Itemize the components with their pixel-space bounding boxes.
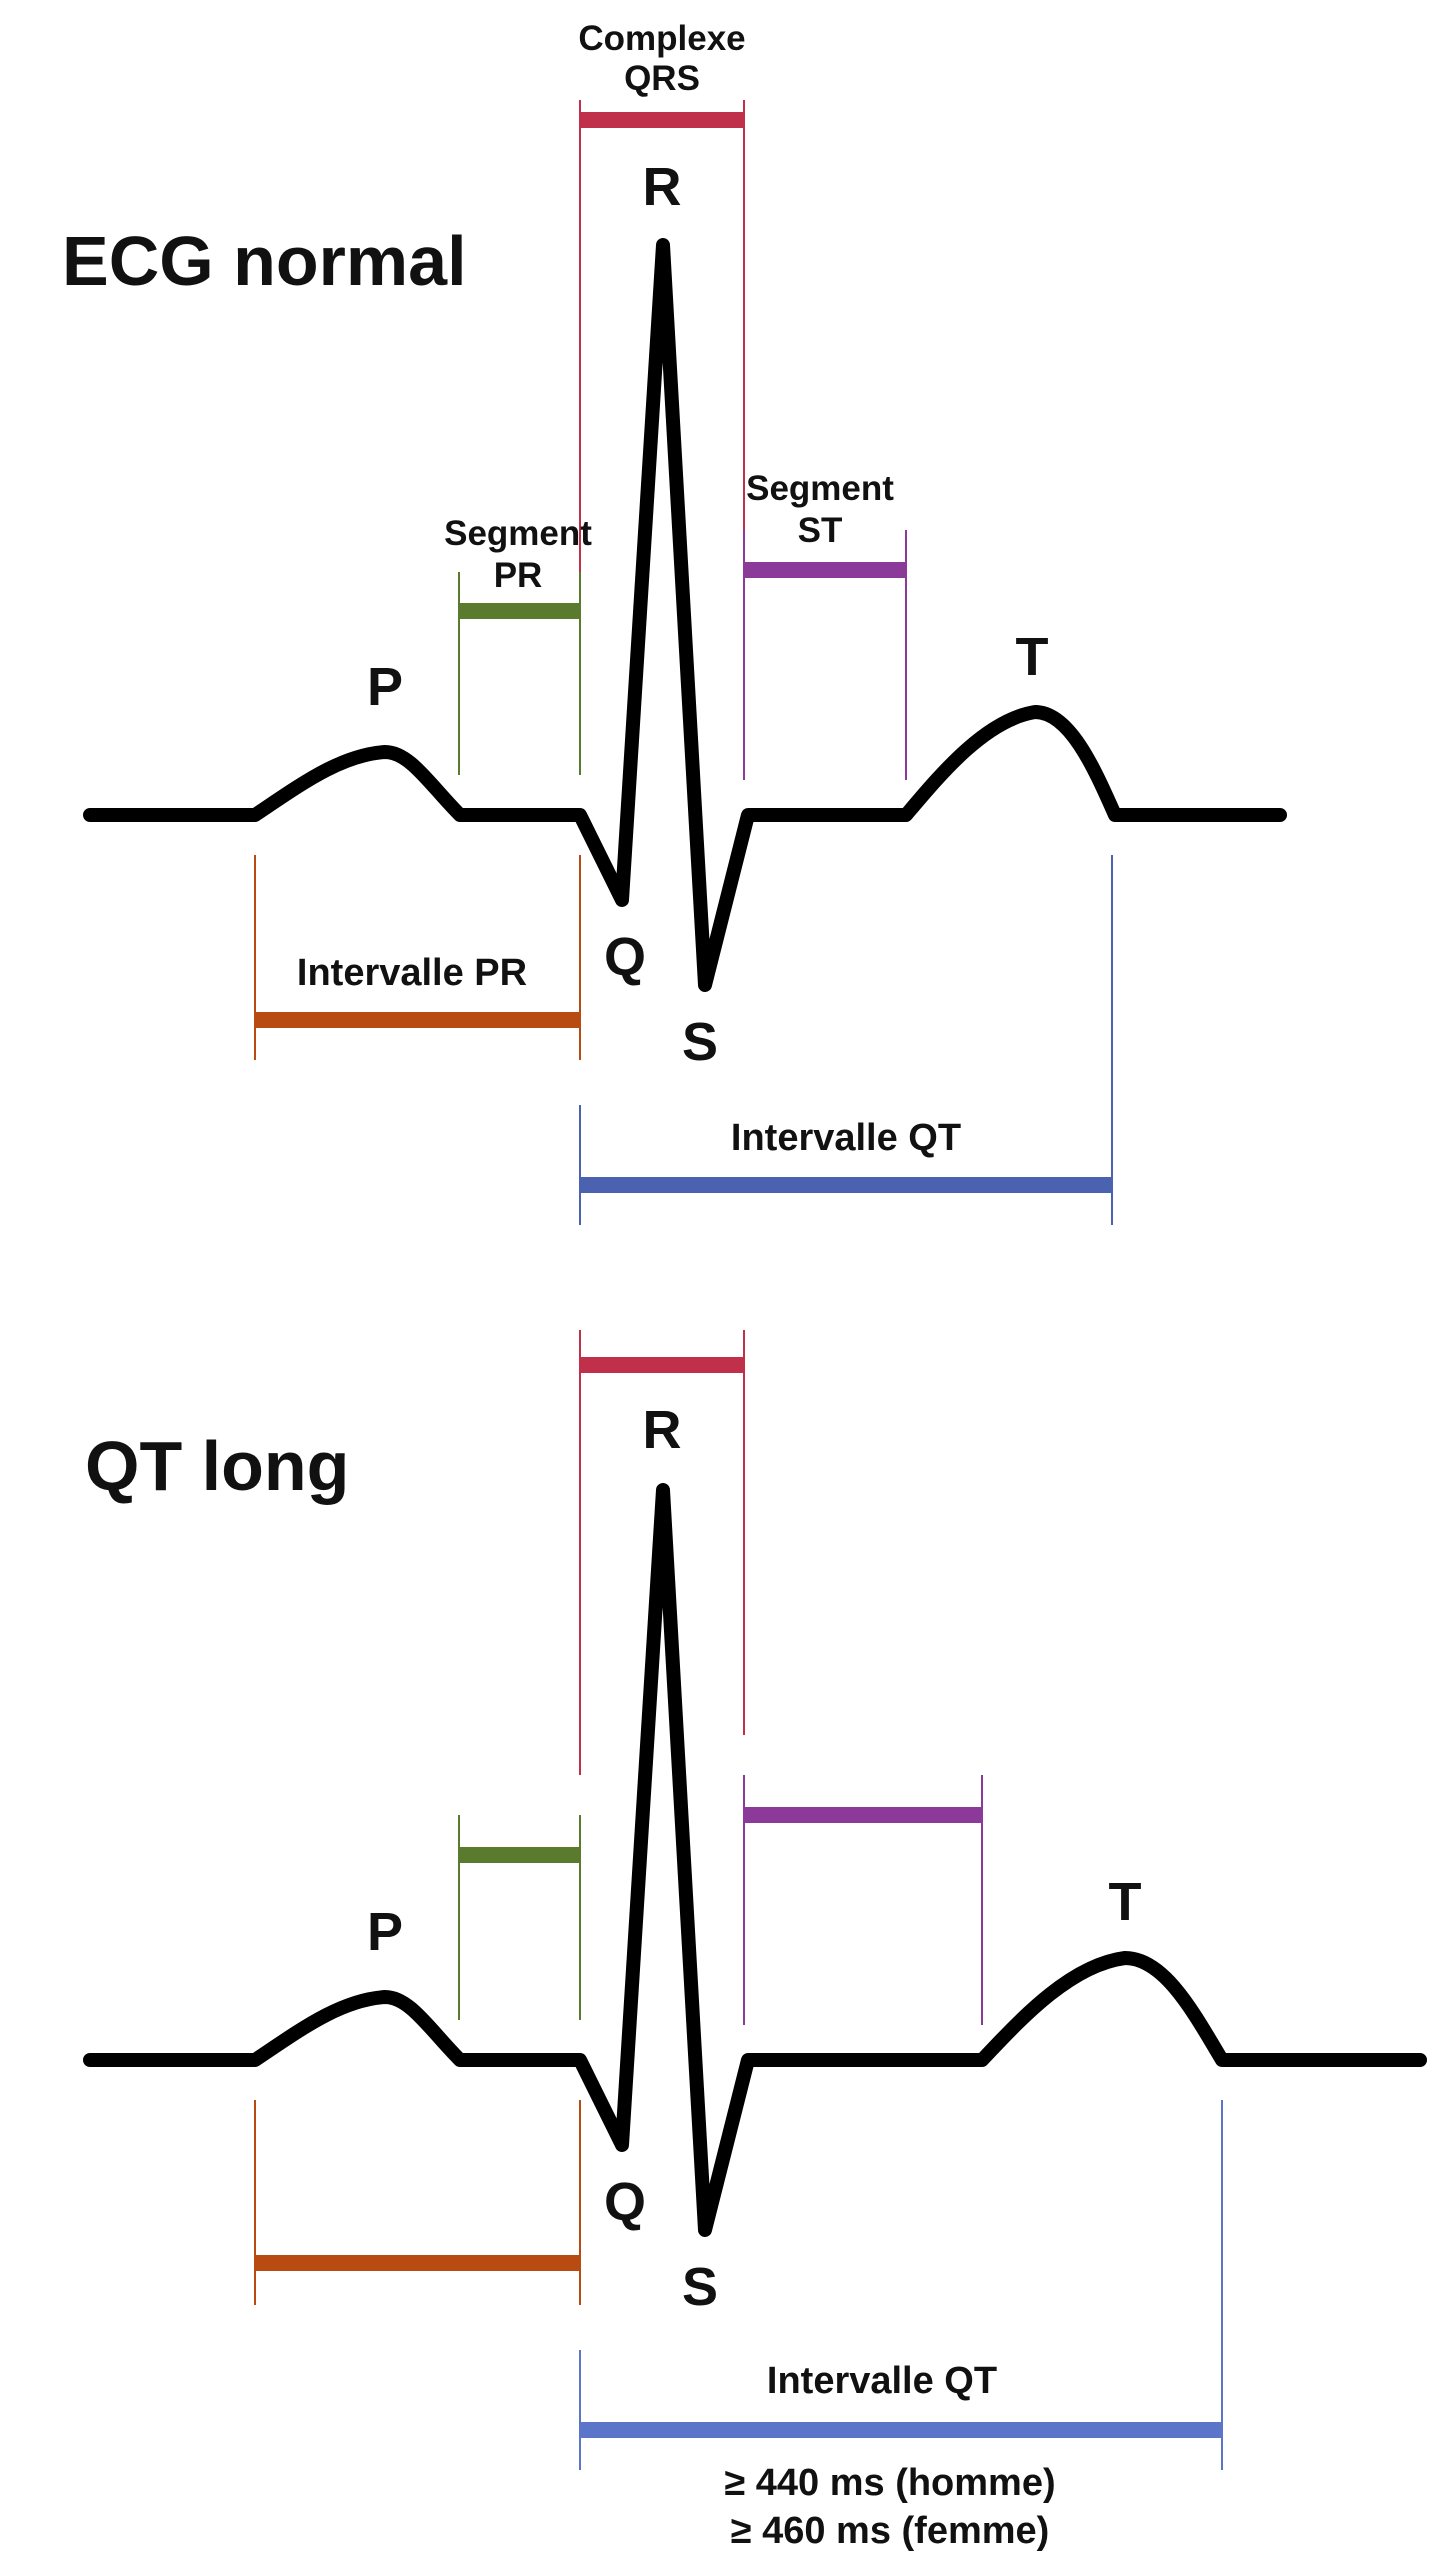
threshold-female-text: ≥ 460 ms (femme) [731,2510,1050,2552]
normal-st-segment-label-line1: Segment [746,469,894,508]
long-qt-interval-label: Intervalle QT [767,2360,997,2402]
normal-ecg-title: ECG normal [62,222,467,300]
long-t-wave-label: T [1109,1872,1142,1932]
normal-qrs-label-line2: QRS [624,59,700,98]
long-p-wave-label: P [367,1902,403,1962]
normal-ecg-panel: ECG normal Complexe QRS Segment PR Segme… [62,19,1287,1225]
normal-pr-interval-label: Intervalle PR [297,952,527,994]
long-r-wave-label: R [643,1400,682,1460]
normal-p-wave-label: P [367,657,403,717]
normal-qrs-label-line1: Complexe [578,19,745,58]
long-qt-panel: QT long P R Q S T Intervalle QT ≥ 440 ms… [83,1330,1427,2552]
normal-ecg-waveform [83,238,1287,992]
threshold-male-text: ≥ 440 ms (homme) [724,2462,1055,2504]
normal-q-wave-label: Q [604,927,646,987]
long-qt-title: QT long [85,1427,349,1505]
long-s-wave-label: S [682,2257,718,2317]
normal-qt-interval-label: Intervalle QT [731,1117,961,1159]
normal-t-wave-label: T [1016,627,1049,687]
normal-pr-segment-label-line1: Segment [444,514,592,553]
long-q-wave-label: Q [604,2172,646,2232]
normal-pr-segment-label-line2: PR [494,556,543,595]
normal-r-wave-label: R [643,157,682,217]
normal-st-segment-label-line2: ST [798,511,843,550]
normal-s-wave-label: S [682,1012,718,1072]
long-qt-waveform [83,1483,1427,2237]
